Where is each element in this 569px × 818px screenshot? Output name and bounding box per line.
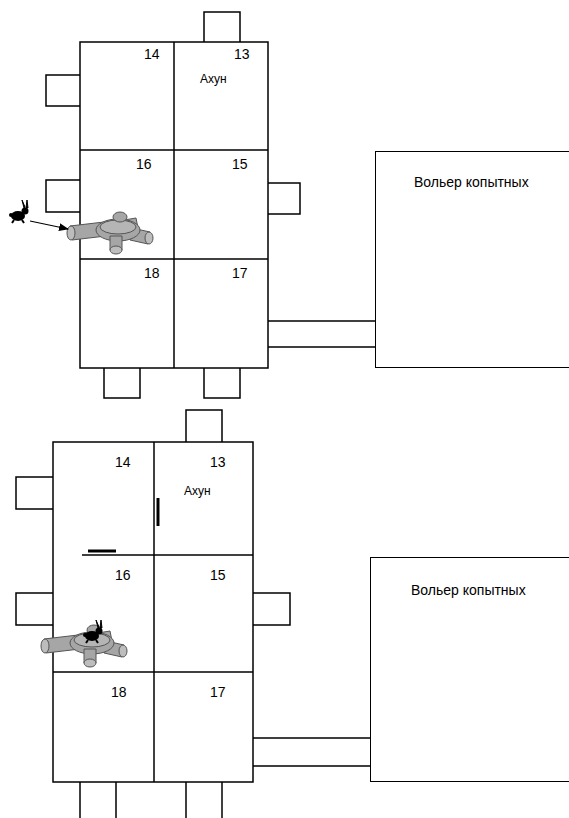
- room-number: 13: [210, 454, 226, 471]
- room: 17: [174, 259, 268, 368]
- room-number: 17: [210, 684, 226, 701]
- passage-corridor: [253, 738, 370, 766]
- room: 17: [154, 672, 253, 782]
- passage-corridor: [268, 321, 375, 347]
- room: 13Ахун: [174, 42, 268, 150]
- room-number: 17: [232, 265, 248, 282]
- enclosure-box: Вольер копытных: [375, 151, 569, 368]
- room-number: 14: [115, 454, 131, 471]
- room-number: 18: [144, 265, 160, 282]
- room-label: Вольер копытных: [411, 582, 526, 599]
- room: 15: [174, 150, 268, 259]
- room: 13Ахун: [154, 442, 253, 555]
- room-number: 14: [144, 46, 160, 63]
- room: 15: [154, 555, 253, 672]
- enclosure-box: Вольер копытных: [370, 557, 569, 782]
- room: 16: [53, 555, 154, 672]
- room-label: Ахун: [200, 72, 227, 86]
- room-number: 16: [136, 156, 152, 173]
- room: 14: [80, 42, 174, 150]
- room-label: Вольер копытных: [414, 174, 529, 191]
- room: 18: [53, 672, 154, 782]
- room-number: 18: [111, 684, 127, 701]
- room: 16: [80, 150, 174, 259]
- room-number: 16: [115, 567, 131, 584]
- room: 18: [80, 259, 174, 368]
- room-number: 15: [232, 156, 248, 173]
- room-label: Ахун: [184, 484, 211, 498]
- room: 14: [53, 442, 154, 555]
- room-number: 15: [210, 567, 226, 584]
- room-number: 13: [234, 46, 250, 63]
